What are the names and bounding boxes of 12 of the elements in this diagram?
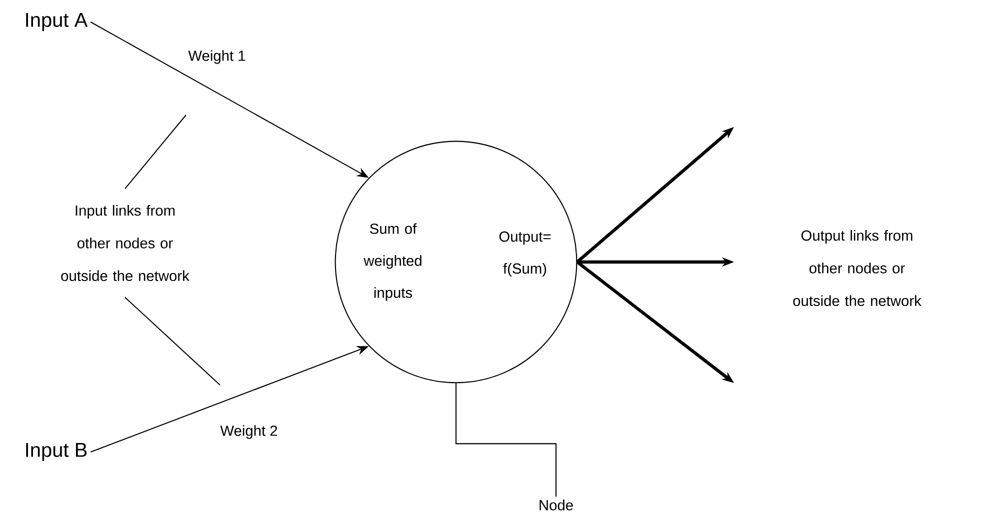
link-label: Output links from other nodes or outside the network [793,230,922,306]
leader-line [455,383,557,497]
edge-label: Weight 1 [186,48,248,66]
leader-line [124,114,186,190]
input-label: Input B [26,443,87,461]
circle-text: Output= f(Sum) [499,231,551,277]
link-label: Input links from other nodes or outside the network [61,204,190,282]
input-label: Input A [26,13,88,31]
leader-line [124,296,220,386]
node-label: Node [540,500,573,510]
circle-text: Sum of weighted inputs [364,223,422,301]
edge-label: Weight 2 [218,424,280,440]
